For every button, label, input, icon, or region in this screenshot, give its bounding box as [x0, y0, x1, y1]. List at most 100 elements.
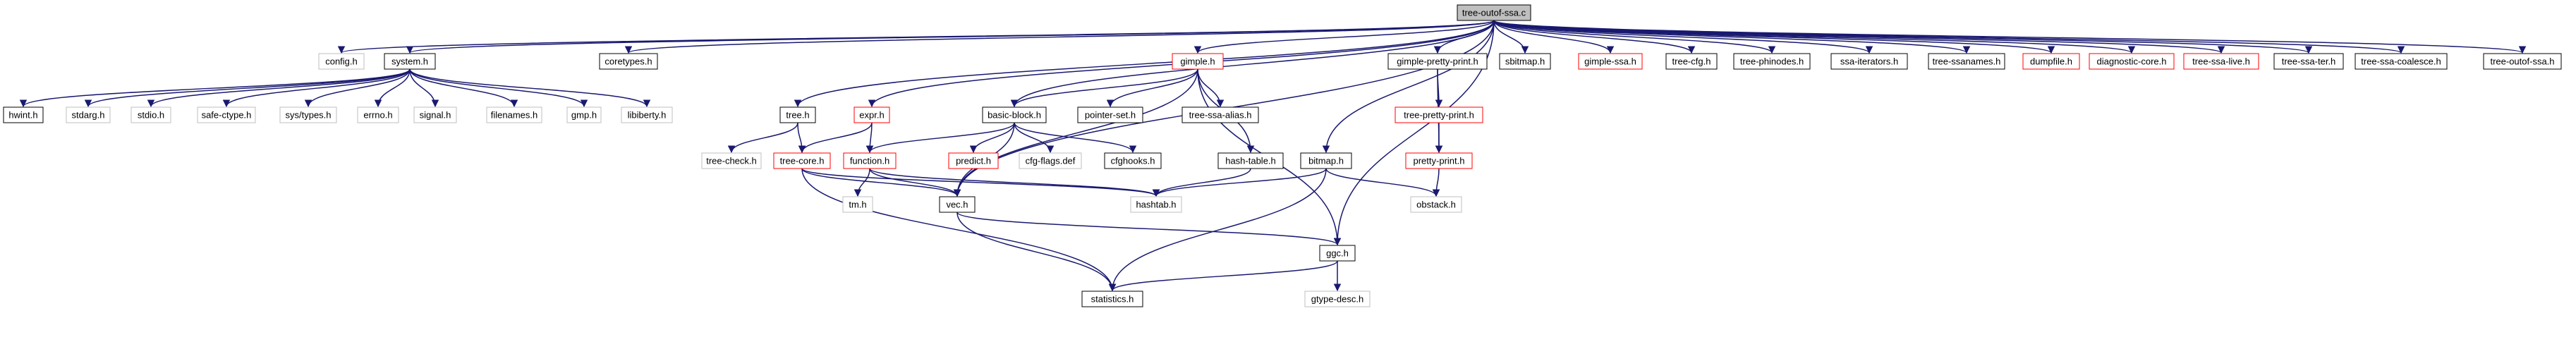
node-tree-outof-ssa-h[interactable]: tree-outof-ssa.h: [2483, 53, 2562, 70]
node-gtype-desc-h[interactable]: gtype-desc.h: [1304, 291, 1371, 307]
node-gmp-h[interactable]: gmp.h: [566, 106, 602, 123]
edge-tree-outof-ssa-c-to-bitmap-h: [1322, 20, 1495, 154]
edge-tree-h-to-tree-check-h: [727, 122, 798, 154]
node-tree-h[interactable]: tree.h: [779, 106, 816, 123]
node-pretty-print-h[interactable]: pretty-print.h: [1405, 152, 1473, 169]
node-label-tree-cfg-h: tree-cfg.h: [1672, 56, 1711, 67]
node-label-diagnostic-core-h: diagnostic-core.h: [2097, 56, 2167, 67]
edge-tree-core-h-to-hashtab-h: [801, 168, 1160, 197]
node-tree-ssa-alias-h[interactable]: tree-ssa-alias.h: [1181, 106, 1259, 123]
edge-system-h-to-stdio-h: [147, 68, 411, 108]
node-sbitmap-h[interactable]: sbitmap.h: [1499, 53, 1551, 70]
node-box-tree-ssa-live-h: [2183, 53, 2259, 70]
node-box-gmp-h: [566, 106, 602, 123]
node-label-system-h: system.h: [391, 56, 428, 67]
node-tree-phinodes-h[interactable]: tree-phinodes.h: [1733, 53, 1811, 70]
node-box-config-h: [318, 53, 365, 70]
node-box-dumpfile-h: [2022, 53, 2080, 70]
node-hashtab-h[interactable]: hashtab.h: [1130, 196, 1182, 213]
node-box-gimple-pretty-print-h: [1387, 53, 1488, 70]
node-dumpfile-h[interactable]: dumpfile.h: [2022, 53, 2080, 70]
node-tree-check-h[interactable]: tree-check.h: [701, 152, 762, 169]
node-label-obstack-h: obstack.h: [1416, 200, 1456, 210]
edge-tree-outof-ssa-c-to-tree-phinodes-h: [1493, 20, 1776, 54]
node-hwint-h[interactable]: hwint.h: [3, 106, 44, 123]
node-errno-h[interactable]: errno.h: [357, 106, 399, 123]
edge-function-h-to-vec-h: [869, 168, 961, 197]
node-bitmap-h[interactable]: bitmap.h: [1300, 152, 1352, 169]
node-gimple-ssa-h[interactable]: gimple-ssa.h: [1578, 53, 1643, 70]
node-stdarg-h[interactable]: stdarg.h: [66, 106, 111, 123]
node-cfg-flags-def[interactable]: cfg-flags.def: [1019, 152, 1082, 169]
node-expr-h[interactable]: expr.h: [853, 106, 890, 123]
node-box-obstack-h: [1410, 196, 1462, 213]
node-hash-table-h[interactable]: hash-table.h: [1217, 152, 1284, 169]
node-label-config-h: config.h: [325, 56, 358, 67]
node-gimple-h[interactable]: gimple.h: [1172, 53, 1224, 70]
node-tree-ssa-coalesce-h[interactable]: tree-ssa-coalesce.h: [2355, 53, 2448, 70]
node-pointer-set-h[interactable]: pointer-set.h: [1077, 106, 1143, 123]
node-tree-ssa-live-h[interactable]: tree-ssa-live.h: [2183, 53, 2259, 70]
node-safe-ctype-h[interactable]: safe-ctype.h: [197, 106, 256, 123]
node-libiberty-h[interactable]: libiberty.h: [621, 106, 673, 123]
node-label-cfghooks-h: cfghooks.h: [1111, 156, 1155, 166]
node-box-tree-ssa-ter-h: [2273, 53, 2344, 70]
node-box-hwint-h: [3, 106, 44, 123]
node-predict-h[interactable]: predict.h: [948, 152, 999, 169]
node-system-h[interactable]: system.h: [384, 53, 436, 70]
node-vec-h[interactable]: vec.h: [939, 196, 976, 213]
node-cfghooks-h[interactable]: cfghooks.h: [1104, 152, 1162, 169]
node-box-tree-core-h: [773, 152, 831, 169]
edge-vec-h-to-statistics-h: [956, 212, 1117, 292]
node-label-bitmap-h: bitmap.h: [1308, 156, 1344, 166]
node-label-hash-table-h: hash-table.h: [1225, 156, 1276, 166]
node-box-system-h: [384, 53, 436, 70]
node-basic-block-h[interactable]: basic-block.h: [982, 106, 1047, 123]
node-label-stdarg-h: stdarg.h: [72, 110, 105, 121]
edge-expr-h-to-tree-core-h: [798, 122, 873, 154]
edge-ggc-h-to-statistics-h: [1108, 260, 1338, 292]
node-config-h[interactable]: config.h: [318, 53, 365, 70]
node-label-tree-ssa-alias-h: tree-ssa-alias.h: [1189, 110, 1252, 121]
edge-system-h-to-signal-h: [409, 68, 439, 108]
node-box-function-h: [843, 152, 897, 169]
node-statistics-h[interactable]: statistics.h: [1081, 291, 1143, 307]
node-label-libiberty-h: libiberty.h: [628, 110, 667, 121]
edge-tree-outof-ssa-c-to-gimple-pretty-print-h: [1433, 20, 1495, 54]
node-coretypes-h[interactable]: coretypes.h: [599, 53, 658, 70]
node-tm-h[interactable]: tm.h: [842, 196, 873, 213]
edge-gimple-h-to-tree-ssa-alias-h: [1197, 68, 1225, 108]
edge-tree-outof-ssa-c-to-tree-outof-ssa-h: [1493, 20, 2526, 54]
edge-tree-outof-ssa-c-to-ssa-iterators-h: [1493, 20, 1873, 54]
node-label-ggc-h: ggc.h: [1326, 248, 1349, 259]
edge-basic-block-h-to-function-h: [865, 122, 1015, 154]
node-label-tree-ssa-live-h: tree-ssa-live.h: [2192, 56, 2250, 67]
node-tree-core-h[interactable]: tree-core.h: [773, 152, 831, 169]
node-filenames-h[interactable]: filenames.h: [486, 106, 542, 123]
node-box-stdarg-h: [66, 106, 111, 123]
node-ssa-iterators-h[interactable]: ssa-iterators.h: [1830, 53, 1908, 70]
node-tree-pretty-print-h[interactable]: tree-pretty-print.h: [1395, 106, 1483, 123]
node-label-tree-pretty-print-h: tree-pretty-print.h: [1404, 110, 1474, 121]
node-gimple-pretty-print-h[interactable]: gimple-pretty-print.h: [1387, 53, 1488, 70]
node-box-vec-h: [939, 196, 976, 213]
node-tree-outof-ssa-c[interactable]: tree-outof-ssa.c: [1457, 4, 1531, 21]
node-tree-ssa-ter-h[interactable]: tree-ssa-ter.h: [2273, 53, 2344, 70]
edge-tree-h-to-tree-core-h: [797, 122, 806, 154]
node-function-h[interactable]: function.h: [843, 152, 897, 169]
node-stdio-h[interactable]: stdio.h: [130, 106, 171, 123]
node-label-filenames-h: filenames.h: [491, 110, 537, 121]
edge-tree-outof-ssa-c-to-coretypes-h: [625, 20, 1495, 54]
edge-system-h-to-libiberty-h: [409, 68, 651, 108]
node-signal-h[interactable]: signal.h: [413, 106, 457, 123]
node-tree-cfg-h[interactable]: tree-cfg.h: [1665, 53, 1718, 70]
node-label-expr-h: expr.h: [859, 110, 884, 121]
node-obstack-h[interactable]: obstack.h: [1410, 196, 1462, 213]
node-diagnostic-core-h[interactable]: diagnostic-core.h: [2089, 53, 2175, 70]
edge-system-h-to-gmp-h: [409, 68, 588, 108]
node-tree-ssanames-h[interactable]: tree-ssanames.h: [1928, 53, 2005, 70]
node-ggc-h[interactable]: ggc.h: [1319, 245, 1356, 262]
node-sys-types-h[interactable]: sys/types.h: [279, 106, 337, 123]
edge-basic-block-h-to-cfg-flags-def: [1014, 122, 1055, 154]
node-label-gmp-h: gmp.h: [571, 110, 597, 121]
